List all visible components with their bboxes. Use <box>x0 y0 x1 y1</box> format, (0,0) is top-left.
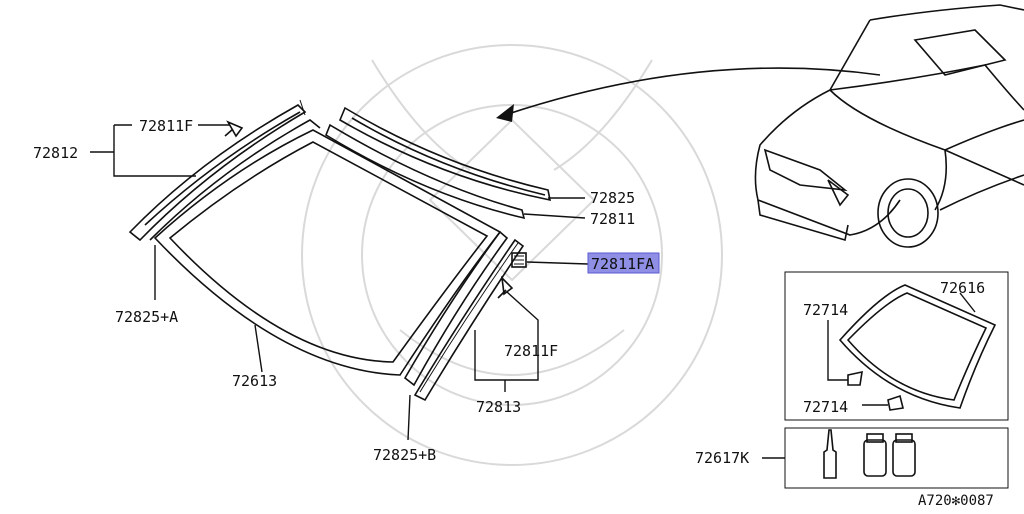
clip-72811FA <box>511 252 527 268</box>
label-72825: 72825 <box>590 189 635 207</box>
label-72714-top: 72714 <box>803 301 848 319</box>
label-72812: 72812 <box>33 144 78 162</box>
windshield-glass <box>153 129 502 376</box>
inset-glass-kit <box>784 271 1009 421</box>
inset-adhesive-kit <box>762 427 1009 489</box>
top-mouldings <box>325 106 552 220</box>
label-72811: 72811 <box>590 210 635 228</box>
leader-lines <box>90 124 589 441</box>
label-72825A: 72825+A <box>115 308 178 326</box>
label-72811F-top: 72811F <box>139 117 193 135</box>
label-72616: 72616 <box>940 279 985 297</box>
highlight-72811FA <box>587 252 660 274</box>
label-72813: 72813 <box>476 398 521 416</box>
clip-72811F-top <box>224 120 244 138</box>
left-moulding <box>128 99 321 242</box>
label-72825B: 72825+B <box>373 446 436 464</box>
right-moulding <box>403 230 525 402</box>
label-72617K: 72617K <box>695 449 749 467</box>
direction-arrow <box>496 67 881 122</box>
label-72811FA: 72811FA <box>591 255 654 273</box>
label-72811F-right: 72811F <box>504 342 558 360</box>
label-72714-bottom: 72714 <box>803 398 848 416</box>
car-illustration <box>754 4 1024 248</box>
label-72613: 72613 <box>232 372 277 390</box>
clip-72811F-right <box>497 275 514 299</box>
diagram-code: A720✻0087 <box>918 493 994 509</box>
